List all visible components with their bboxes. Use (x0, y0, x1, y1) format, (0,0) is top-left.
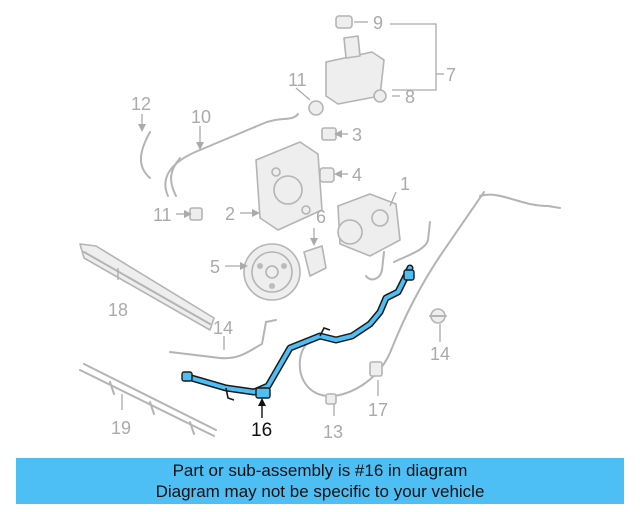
label-part-5: 5 (210, 257, 220, 277)
pulley-part (243, 243, 301, 301)
label-part-4: 4 (352, 165, 362, 185)
label-part-13: 13 (323, 422, 343, 442)
label-part-1: 1 (400, 174, 410, 194)
label-part-7: 7 (446, 65, 456, 85)
label-part-12: 12 (131, 94, 151, 114)
label-part-2: 2 (225, 204, 235, 224)
bracket-part (255, 141, 323, 231)
parts-diagram: 9 7 8 11 12 10 3 4 1 2 11 6 5 18 14 14 1… (79, 13, 561, 442)
label-part-19: 19 (111, 418, 131, 438)
label-part-3: 3 (352, 125, 362, 145)
gasket-part (303, 245, 327, 277)
frame-rail-part (79, 243, 215, 331)
label-part-9: 9 (373, 13, 383, 33)
info-banner: Part or sub-assembly is #16 in diagram D… (16, 458, 624, 504)
label-part-16: 16 (251, 420, 272, 441)
label-part-17: 17 (368, 400, 388, 420)
label-part-11-left: 11 (153, 205, 172, 225)
banner-line-disclaimer: Diagram may not be specific to your vehi… (155, 482, 485, 501)
label-part-6: 6 (316, 207, 326, 227)
label-part-14: 14 (430, 344, 450, 364)
label-part-15: 14 (213, 318, 233, 338)
pressure-hose-part-16 (181, 264, 415, 401)
banner-line-part-number: Part or sub-assembly is #16 in diagram (172, 461, 468, 480)
pump-part (337, 193, 401, 257)
label-part-11-top: 11 (288, 70, 307, 90)
label-part-8: 8 (405, 87, 415, 107)
clamp-part (369, 361, 383, 377)
reservoir-part (325, 15, 387, 105)
label-part-10: 10 (191, 107, 211, 127)
bracket-14-part (429, 308, 447, 324)
label-part-18: 18 (108, 300, 128, 320)
